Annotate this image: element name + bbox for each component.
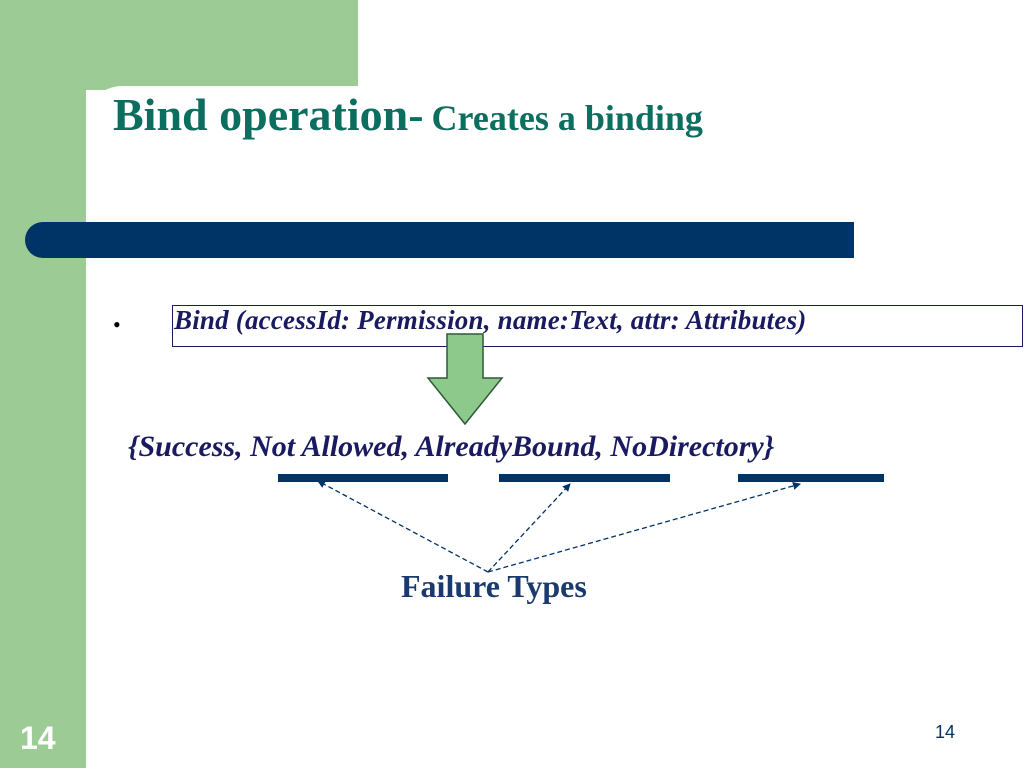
down-arrow-shape	[426, 333, 504, 426]
bullet-icon: •	[113, 312, 121, 337]
title-sub: Creates a binding	[431, 98, 703, 138]
page-number: 14	[935, 722, 956, 742]
signature-box	[172, 305, 1023, 347]
title-rule-bar	[25, 222, 854, 258]
down-arrow-icon	[426, 333, 504, 426]
title-main: Bind operation-	[113, 89, 424, 140]
bind-signature: Bind (accessId: Permission, name:Text, a…	[174, 305, 807, 335]
content-panel	[86, 86, 1024, 768]
corner-slide-number: 14	[20, 720, 56, 756]
top-decorative-band	[0, 0, 358, 90]
underline-no-directory	[738, 474, 884, 482]
failure-types-label: Failure Types	[401, 568, 587, 604]
underline-already-bound	[499, 474, 670, 482]
left-decorative-band	[0, 0, 86, 768]
underline-not-allowed	[278, 474, 448, 482]
slide-title: Bind operation- Creates a binding	[113, 88, 703, 141]
result-set: {Success, Not Allowed, AlreadyBound, NoD…	[128, 430, 775, 463]
